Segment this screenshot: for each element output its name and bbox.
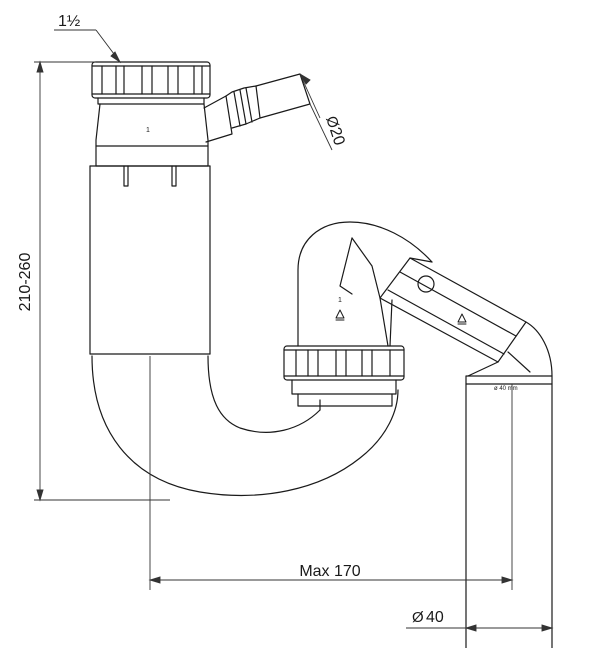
part-number-label: 1 — [338, 297, 342, 304]
max-width-label: Max 170 — [299, 563, 360, 580]
vertical-pipe — [89, 165, 211, 355]
outlet-diameter-symbol: Ø — [412, 609, 424, 626]
overall-height-label: 210-260 — [17, 253, 34, 312]
top-nut — [91, 61, 211, 105]
dimension-lines — [34, 29, 554, 632]
u-bend — [91, 355, 399, 497]
outlet-assembly — [379, 257, 553, 377]
return-bend — [297, 221, 433, 347]
side-inlet — [203, 73, 311, 143]
side-inlet-diameter-label: 20 — [326, 125, 348, 147]
side-inlet-diameter-symbol: Ø — [322, 114, 342, 131]
thread-size-label: 1½ — [58, 13, 80, 30]
outlet-pipe-label: ø 40 mm — [494, 386, 518, 392]
upper-body — [95, 103, 209, 187]
recycle-icon — [457, 313, 467, 325]
recycle-icon — [335, 309, 345, 321]
lower-nut — [283, 345, 405, 407]
outlet-diameter-label: 40 — [426, 609, 444, 626]
part-number-label: 1 — [146, 127, 150, 134]
outlet-pipe — [465, 375, 553, 648]
